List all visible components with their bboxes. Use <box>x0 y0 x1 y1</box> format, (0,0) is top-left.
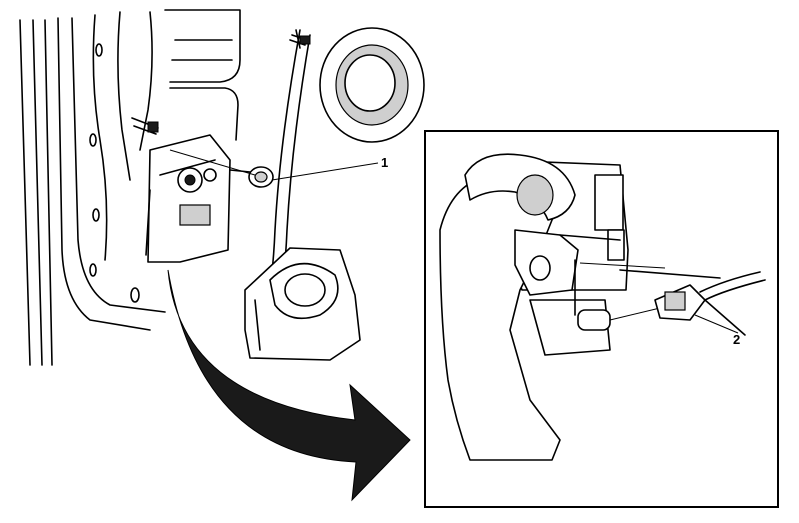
nut-alignment-line <box>169 149 256 176</box>
callout-2-leader <box>694 314 739 334</box>
nut-icon <box>248 166 274 188</box>
view-arrow-icon <box>167 269 411 502</box>
pillar-hole <box>130 287 140 303</box>
callout-1-leader <box>271 162 379 181</box>
pillar-hole <box>89 133 97 147</box>
door-pillar-view <box>19 9 425 366</box>
pillar-hole <box>89 263 97 277</box>
callout-1-label: 1 <box>381 155 388 170</box>
body-panel-hole <box>319 27 425 143</box>
pillar-hole <box>95 43 103 57</box>
lower-bracket <box>244 247 361 361</box>
striker-bracket <box>145 134 251 263</box>
pillar-hole <box>92 208 100 222</box>
screw-icon <box>289 29 311 49</box>
detail-view <box>439 153 766 461</box>
screw-icon <box>131 117 159 135</box>
connector-icon <box>654 284 706 321</box>
callout-2-label: 2 <box>733 332 740 347</box>
